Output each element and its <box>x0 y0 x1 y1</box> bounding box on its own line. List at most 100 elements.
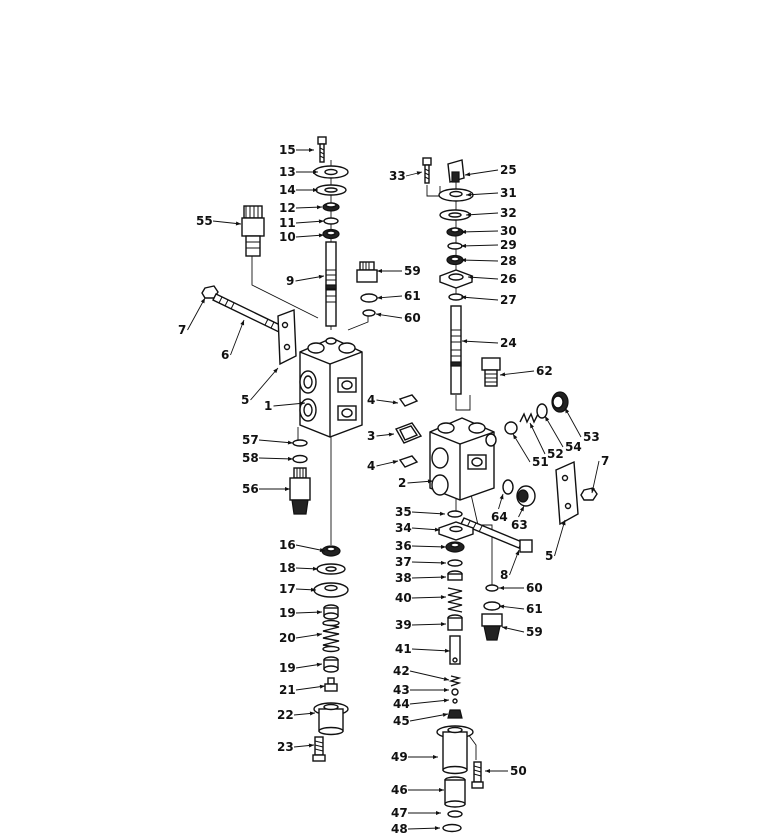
seat-19-lower <box>323 656 339 673</box>
callout-number: 18 <box>279 561 296 575</box>
leader-line <box>460 244 499 247</box>
callout-number: 7 <box>178 323 186 337</box>
leader-arrowhead <box>318 233 324 238</box>
leader-line <box>409 713 449 722</box>
leader-arrowhead <box>519 506 524 512</box>
callout-c15: 15 <box>279 143 314 157</box>
leader-arrowhead <box>440 575 446 580</box>
spring-42 <box>448 675 462 687</box>
callout-number: 34 <box>395 521 412 535</box>
lever-25 <box>447 159 465 183</box>
callout-number: 11 <box>279 216 296 230</box>
callout-c19b: 19 <box>279 661 323 675</box>
callout-number: 48 <box>391 822 408 833</box>
callout-number: 59 <box>404 264 421 278</box>
callout-number: 60 <box>404 311 421 325</box>
callout-number: 41 <box>395 642 412 656</box>
leader-arrowhead <box>439 788 444 792</box>
leader-line <box>512 433 531 463</box>
leader-arrowhead <box>465 172 471 177</box>
leader-arrowhead <box>392 400 398 405</box>
leader-arrowhead <box>376 312 382 317</box>
part-24-routing-line <box>455 395 471 411</box>
oring-58 <box>292 454 308 464</box>
callout-number: 47 <box>391 806 408 820</box>
callout-c5r: 5 <box>545 519 566 563</box>
cap-49 <box>436 725 474 775</box>
callout-c5l: 5 <box>241 367 279 407</box>
callout-c39: 39 <box>395 618 447 632</box>
callout-c7l: 7 <box>178 297 206 337</box>
leader-arrowhead <box>499 586 504 590</box>
callout-number: 44 <box>393 697 410 711</box>
leader-arrowhead <box>500 372 506 377</box>
leader-line <box>554 519 566 557</box>
callout-c64: 64 <box>491 493 508 524</box>
callout-number: 21 <box>279 683 296 697</box>
callout-number: 14 <box>279 183 296 197</box>
callout-c42: 42 <box>393 664 450 681</box>
plug-62 <box>481 357 501 387</box>
callout-c36: 36 <box>395 539 447 553</box>
leader-line <box>409 670 450 681</box>
callout-c17: 17 <box>279 582 317 596</box>
seat-12 <box>322 202 340 212</box>
callout-number: 35 <box>395 505 412 519</box>
leader-arrowhead <box>561 520 566 526</box>
left-valve-assembly <box>201 136 423 762</box>
leader-arrowhead <box>443 698 449 703</box>
callout-c63: 63 <box>511 505 528 532</box>
callout-number: 57 <box>242 433 259 447</box>
callout-c16: 16 <box>279 538 326 552</box>
bolt-33 <box>422 157 432 184</box>
flange-17 <box>313 582 349 598</box>
callout-number: 27 <box>500 293 517 307</box>
leader-line <box>464 169 499 176</box>
oring-54 <box>536 403 548 419</box>
ring-11 <box>323 217 339 225</box>
callout-c31: 31 <box>465 186 517 200</box>
tie-bolt-6 <box>212 293 283 333</box>
callout-number: 15 <box>279 143 296 157</box>
seat-19-upper <box>323 604 339 620</box>
ring-27 <box>448 293 464 301</box>
leader-line <box>409 699 450 705</box>
callout-number: 55 <box>196 214 213 228</box>
valve-56 <box>289 467 311 515</box>
callout-number: 24 <box>500 336 517 350</box>
leader-arrowhead <box>444 648 450 653</box>
leader-line <box>230 319 245 356</box>
callout-number: 64 <box>491 510 508 524</box>
leader-arrowhead <box>444 688 449 692</box>
callout-c26: 26 <box>467 272 517 286</box>
seat-39 <box>447 614 463 631</box>
callout-number: 29 <box>500 238 517 252</box>
leader-arrowhead <box>440 595 446 600</box>
callout-number: 63 <box>511 518 528 532</box>
callout-number: 5 <box>241 393 249 407</box>
oring-61-bottom <box>483 601 501 611</box>
leader-arrowhead <box>461 258 467 263</box>
callout-number: 51 <box>532 455 549 469</box>
callout-number: 19 <box>279 606 296 620</box>
callout-number: 54 <box>565 440 582 454</box>
leader-line <box>529 422 546 455</box>
plunger-41 <box>449 635 461 665</box>
callout-c14: 14 <box>279 183 318 197</box>
leader-line <box>187 297 206 331</box>
leader-arrowhead <box>433 755 438 759</box>
plug-63 <box>516 485 536 507</box>
leader-arrowhead <box>468 275 474 280</box>
seal-16 <box>321 545 341 557</box>
callout-c56: 56 <box>242 482 290 496</box>
leader-line <box>544 415 564 448</box>
oring-60-bottom <box>485 584 499 592</box>
leader-arrowhead <box>313 188 318 192</box>
callout-number: 4 <box>367 459 375 473</box>
callout-number: 26 <box>500 272 517 286</box>
callout-c11: 11 <box>279 216 325 230</box>
callout-number: 23 <box>277 740 294 754</box>
callout-c18: 18 <box>279 561 319 575</box>
leader-arrowhead <box>499 604 505 609</box>
callout-number: 5 <box>545 549 553 563</box>
